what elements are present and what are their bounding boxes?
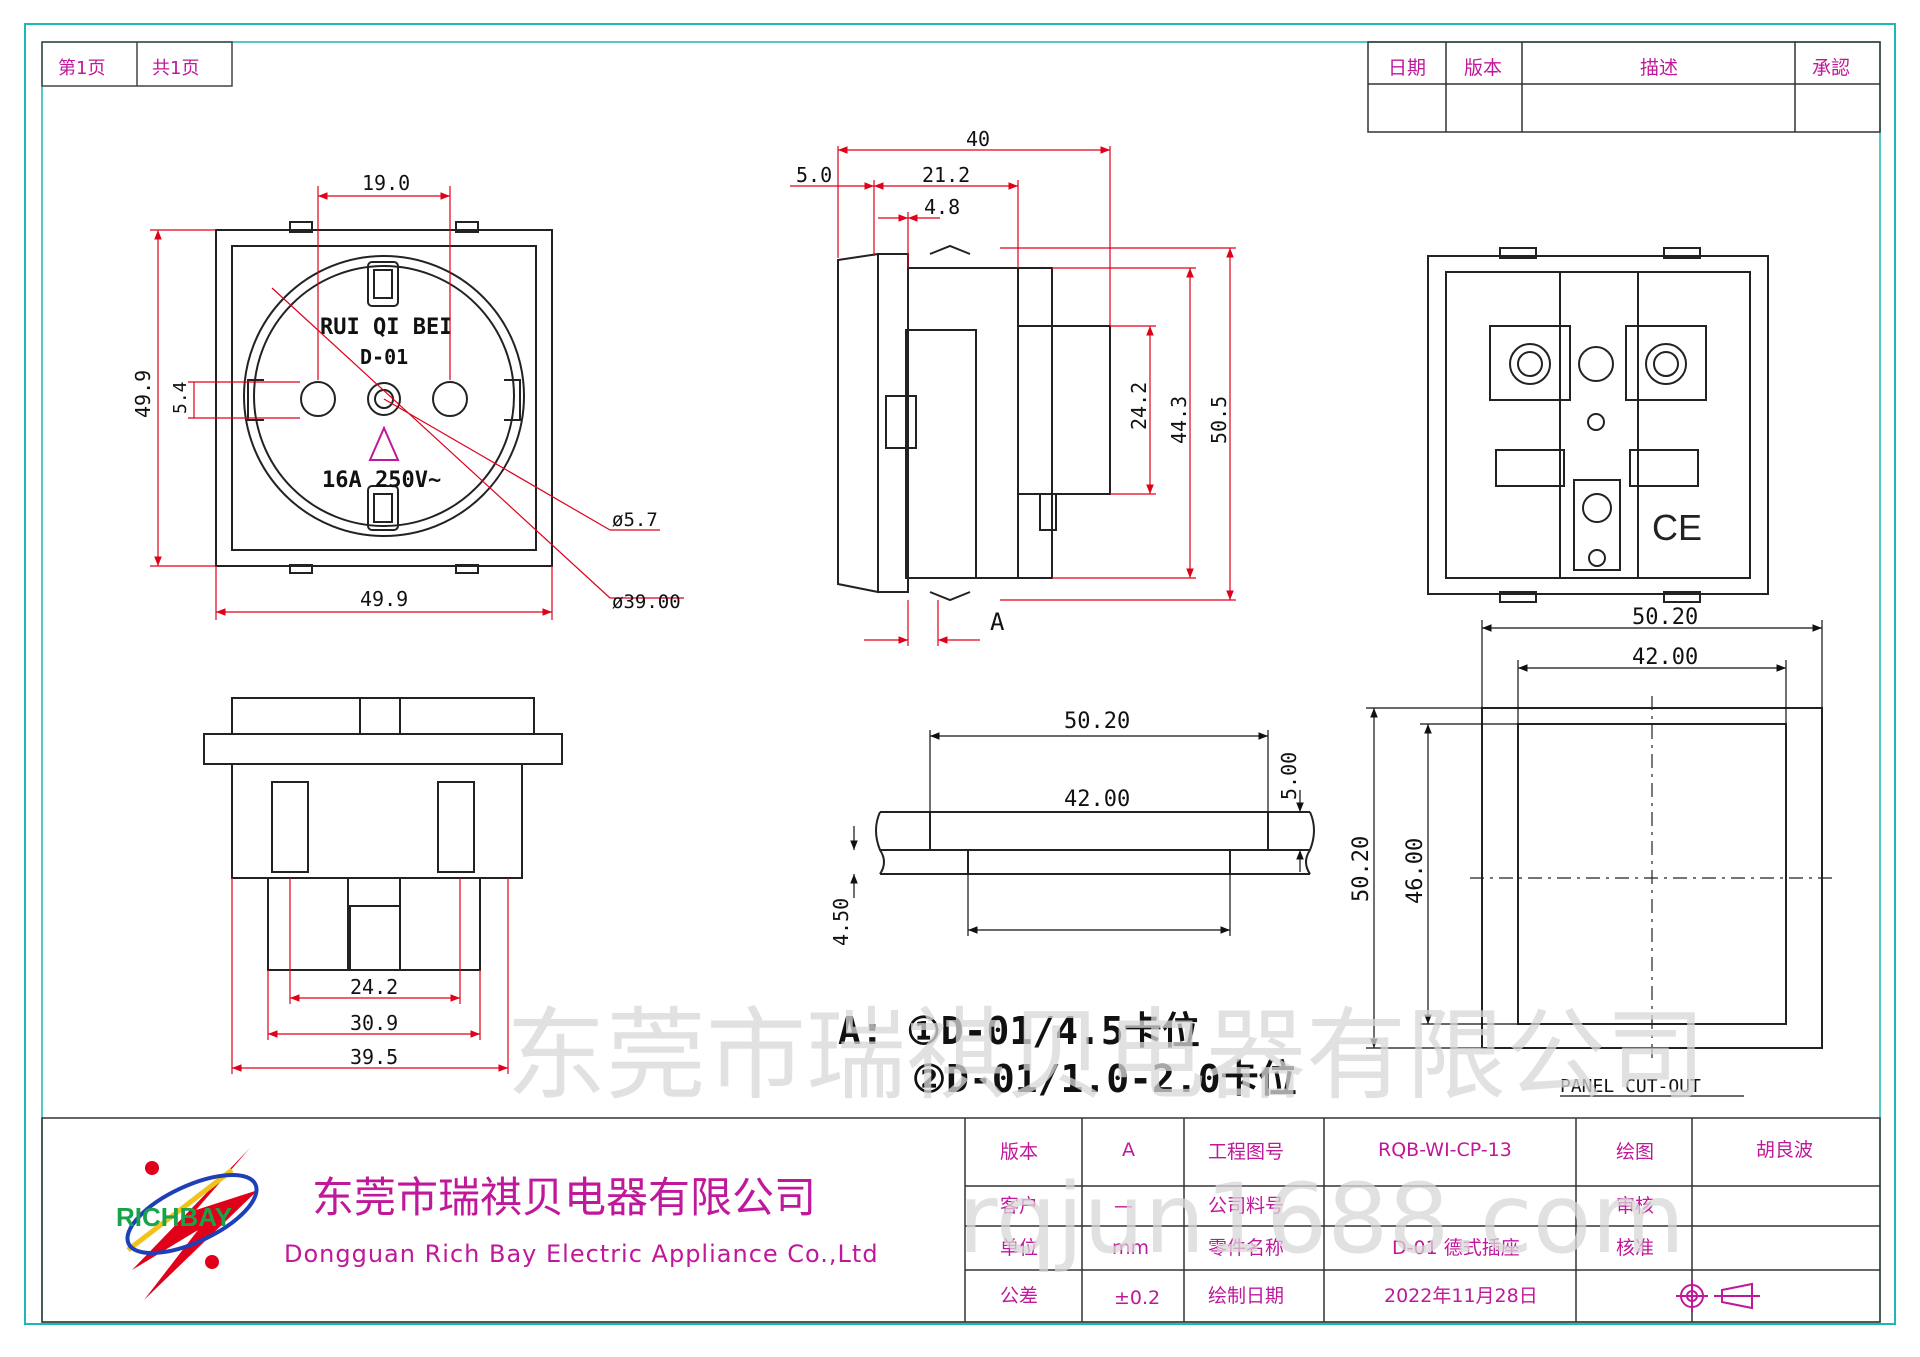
dim-front-top: 19.0 (362, 171, 410, 195)
tb-val-drafter: 胡良波 (1756, 1139, 1813, 1161)
tb-key-drawing-no: 工程图号 (1208, 1141, 1284, 1163)
side-view-dimensions (790, 146, 1236, 646)
tb-key-unit: 单位 (1000, 1237, 1038, 1259)
panel-cutout-dimensions (1366, 620, 1823, 1049)
bottom-view (203, 697, 563, 971)
ce-mark-icon: CE (1652, 507, 1702, 548)
dim-panel-thick-5: 5.00 (1277, 752, 1301, 800)
tb-key-approve: 核准 (1616, 1237, 1654, 1259)
bottom-view-dimensions (231, 878, 509, 1074)
tb-val-customer: — (1114, 1195, 1133, 1217)
panel-cutout-label: PANEL CUT-OUT (1560, 1076, 1701, 1097)
rev-header-description: 描述 (1640, 57, 1678, 79)
tb-key-part-name: 零件名称 (1208, 1237, 1284, 1259)
dim-bottom-39: 39.5 (350, 1045, 398, 1069)
certification-triangle-icon (368, 425, 400, 461)
dim-front-height: 49.9 (131, 370, 155, 418)
panel-section-dimensions (850, 730, 1304, 936)
dim-front-small-dia: ø5.7 (612, 509, 658, 531)
company-name-cn: 东莞市瑞祺贝电器有限公司 (312, 1173, 816, 1222)
company-name-en: Dongguan Rich Bay Electric Appliance Co.… (284, 1240, 879, 1268)
tb-val-drawing-no: RQB-WI-CP-13 (1378, 1139, 1512, 1161)
socket-brand: RUI QI BEI (320, 315, 452, 340)
dim-cutout-42: 42.00 (1632, 645, 1698, 670)
front-view (215, 221, 553, 574)
dim-side-24: 24.2 (1127, 382, 1151, 430)
dim-side-40: 40 (966, 127, 990, 151)
dim-bottom-24: 24.2 (350, 975, 398, 999)
rev-header-approval: 承認 (1812, 57, 1850, 79)
page-number: 第1页 (58, 58, 105, 79)
dim-side-5: 5.0 (796, 163, 832, 187)
socket-model: D-01 (360, 345, 408, 369)
title-block-rows: 版本 A 工程图号 RQB-WI-CP-13 绘图 胡良波 客户 — 公司料号 … (1000, 1139, 1813, 1309)
detail-label-a: A (990, 608, 1005, 636)
note-line-2: ②D-01/1.0-2.0卡位 (912, 1057, 1297, 1101)
tb-val-tolerance: ±0.2 (1114, 1287, 1160, 1309)
back-view (1427, 247, 1769, 603)
company-logo: RICHBAY (116, 1148, 259, 1300)
tb-val-date: 2022年11月28日 (1384, 1285, 1538, 1307)
tb-val-part-name: D-01 德式插座 (1392, 1237, 1520, 1259)
dim-cutout-h46: 46.00 (1403, 838, 1428, 904)
dim-side-4-8: 4.8 (924, 195, 960, 219)
revision-table (1367, 41, 1881, 133)
page-box: 第1页 共1页 (41, 41, 233, 87)
tb-key-customer: 客户 (1000, 1195, 1038, 1217)
tb-val-version: A (1122, 1139, 1135, 1161)
dim-side-21: 21.2 (922, 163, 970, 187)
dim-bottom-30: 30.9 (350, 1011, 398, 1035)
dim-panel-thick-4-5: 4.50 (829, 898, 853, 946)
watermark-site: rqjun1688.com (958, 1163, 1685, 1275)
front-view-dimensions (150, 186, 684, 620)
outer-frame (24, 23, 1896, 1325)
dim-panel-50: 50.20 (1064, 709, 1130, 734)
dim-panel-42: 42.00 (1064, 787, 1130, 812)
dim-side-44: 44.3 (1167, 396, 1191, 444)
tb-key-part-no: 公司料号 (1208, 1195, 1284, 1217)
dim-front-width: 49.9 (360, 587, 408, 611)
projection-symbol-icon (1676, 1280, 1760, 1312)
dim-cutout-h50: 50.20 (1349, 836, 1374, 902)
side-view (837, 244, 1111, 602)
panel-cutout (1470, 696, 1834, 1060)
panel-section (875, 811, 1315, 875)
tb-val-unit: mm (1112, 1237, 1149, 1259)
dim-front-pin-offset: 5.4 (170, 381, 191, 414)
dim-side-50: 50.5 (1207, 396, 1231, 444)
watermark-company: 东莞市瑞祺贝电器有限公司 (506, 997, 1706, 1114)
logo-text: RICHBAY (116, 1202, 232, 1232)
rev-header-version: 版本 (1464, 57, 1502, 79)
dim-front-big-dia: ø39.00 (612, 591, 681, 613)
tb-key-review: 审核 (1616, 1195, 1654, 1217)
socket-rating: 16A 250V~ (322, 468, 441, 493)
page-total: 共1页 (152, 58, 199, 79)
dim-cutout-50: 50.20 (1632, 605, 1698, 630)
tb-key-drafter: 绘图 (1616, 1141, 1654, 1163)
note-line-1: A: ①D-01/4.5卡位 (838, 1009, 1200, 1053)
tb-key-tolerance: 公差 (1000, 1285, 1038, 1307)
tb-key-version: 版本 (1000, 1141, 1038, 1163)
tb-key-date: 绘制日期 (1208, 1285, 1284, 1307)
rev-header-date: 日期 (1388, 57, 1426, 79)
